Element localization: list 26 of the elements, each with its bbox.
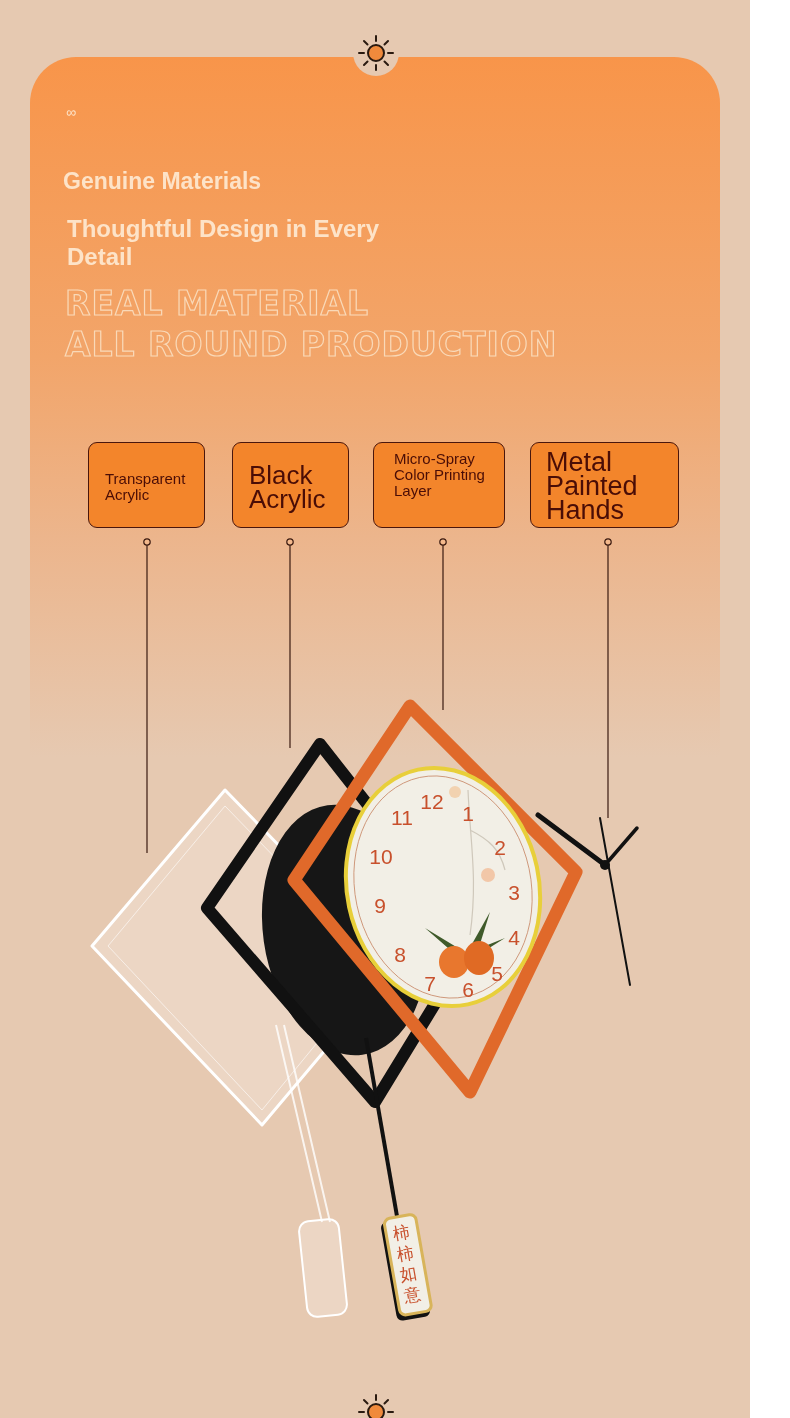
label-box: Black Acrylic [232, 442, 349, 528]
clock-numeral: 11 [390, 805, 414, 831]
leader-line [143, 538, 151, 854]
label-box: Micro-Spray Color Printing Layer [373, 442, 505, 528]
subheading: Thoughtful Design in Every Detail [67, 215, 380, 271]
symbol-text: ∞ [66, 104, 76, 120]
tag-text: 柿柿如意 [390, 1221, 424, 1307]
leader-line [286, 538, 294, 749]
clock-numeral: 4 [507, 925, 521, 951]
clock-numeral: 8 [393, 942, 407, 968]
clock-numeral: 9 [373, 893, 387, 919]
clock-numeral: 1 [461, 801, 475, 827]
label-box: Transparent Acrylic [88, 442, 205, 528]
label-box: Metal Painted Hands [530, 442, 679, 528]
clock-numeral: 5 [490, 961, 504, 987]
outline-heading: REAL MATERIAL [65, 284, 370, 323]
clock-numeral: 6 [461, 977, 475, 1003]
leader-line [439, 538, 447, 711]
outline-heading: ALL ROUND PRODUCTION [65, 325, 558, 364]
leader-line [604, 538, 612, 819]
clock-numeral: 2 [493, 835, 507, 861]
clock-numeral: 12 [419, 789, 445, 815]
heading: Genuine Materials [63, 168, 262, 195]
clock-numeral: 7 [423, 971, 437, 997]
clock-numeral: 10 [368, 844, 394, 870]
clock-numeral: 3 [507, 880, 521, 906]
